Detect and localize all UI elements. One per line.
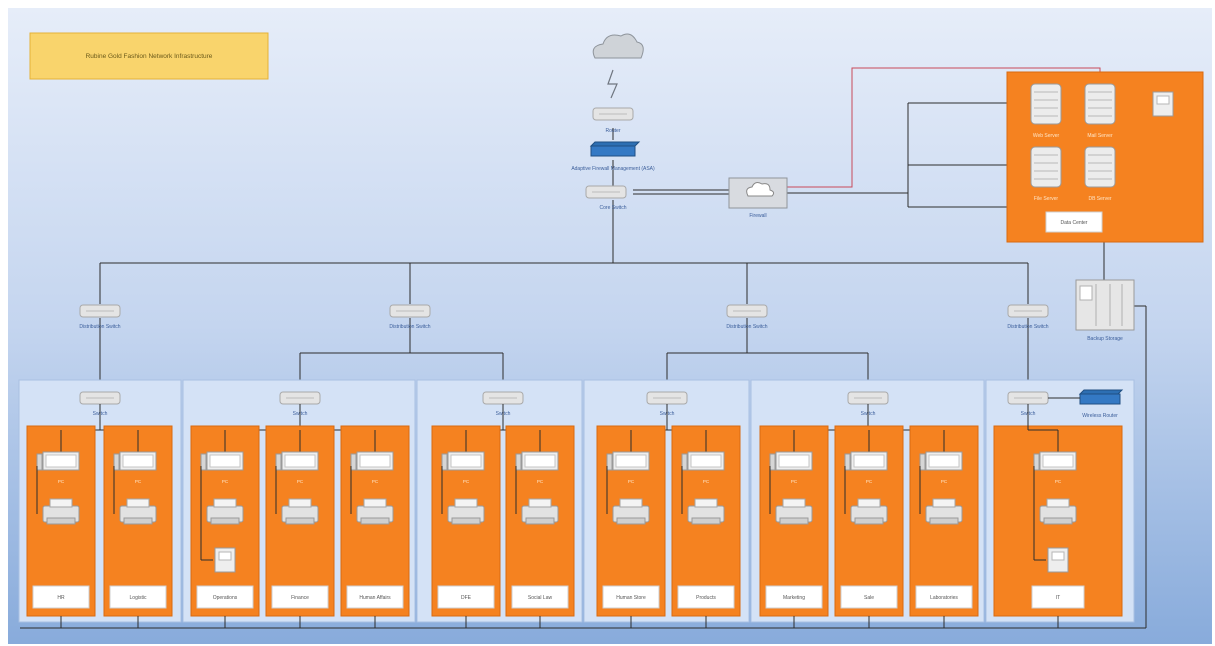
access-switch-icon — [646, 391, 688, 405]
pc-label: PC — [703, 479, 710, 484]
access-switch-icon — [1007, 391, 1049, 405]
pc-label: PC — [297, 479, 304, 484]
department-label: Sale — [864, 595, 874, 601]
asa-firewall-icon — [589, 141, 641, 157]
pc-label: PC — [58, 479, 65, 484]
distribution-switch-label: Distribution Switch — [726, 324, 767, 330]
pc-label: PC — [463, 479, 470, 484]
ip-phone-icon — [1047, 547, 1069, 573]
department-label-box — [840, 585, 898, 609]
cloud-icon — [592, 33, 644, 59]
web-server-icon — [1030, 83, 1062, 125]
department-label-box — [32, 585, 90, 609]
department-label: Social Law — [528, 595, 553, 601]
pc-icon — [441, 451, 485, 471]
pc-icon — [275, 451, 319, 471]
distribution-switch-icon — [79, 304, 121, 318]
department-label: DFE — [461, 595, 472, 601]
pc-icon — [606, 451, 650, 471]
department-label: Products — [696, 595, 716, 601]
department-label: IT — [1056, 595, 1060, 601]
monitor-icon — [1152, 91, 1174, 117]
department-label: Human Affairs — [359, 595, 391, 601]
wireless-router-label: Wireless Router — [1082, 413, 1118, 419]
pc-icon — [1033, 451, 1077, 471]
department-label-box — [915, 585, 973, 609]
pc-label: PC — [941, 479, 948, 484]
pc-label: PC — [135, 479, 142, 484]
department-label-box — [677, 585, 735, 609]
pc-icon — [681, 451, 725, 471]
department-label-box — [511, 585, 569, 609]
department-label-box — [346, 585, 404, 609]
access-switch-icon — [847, 391, 889, 405]
department-label-box — [271, 585, 329, 609]
distribution-switch-label: Distribution Switch — [1007, 324, 1048, 330]
pc-icon — [919, 451, 963, 471]
data-center-label: Data Center — [1061, 220, 1088, 226]
web-server-label: Web Server — [1033, 133, 1060, 139]
core-switch-label: Core Switch — [600, 205, 627, 211]
department-label-box — [1031, 585, 1085, 609]
department-label: Human Store — [616, 595, 646, 601]
distribution-switch-icon — [726, 304, 768, 318]
db-server-label: DB Server — [1088, 196, 1111, 202]
pc-label: PC — [866, 479, 873, 484]
lightning-icon — [607, 69, 618, 99]
pc-icon — [200, 451, 244, 471]
ip-phone-icon — [214, 547, 236, 573]
db-server-icon — [1084, 146, 1116, 188]
pc-icon — [350, 451, 394, 471]
wan-link — [787, 67, 1101, 188]
access-switch-icon — [482, 391, 524, 405]
access-switch-icon — [79, 391, 121, 405]
department-label-box — [602, 585, 660, 609]
file-server-icon — [1030, 146, 1062, 188]
department-label-box — [765, 585, 823, 609]
dmz-firewall-label: Firewall — [749, 213, 766, 219]
router-icon — [592, 107, 634, 121]
pc-icon — [515, 451, 559, 471]
department-label-box — [196, 585, 254, 609]
backup-storage-icon — [1075, 279, 1135, 331]
department-label: Finance — [291, 595, 309, 601]
data-center-label-box — [1045, 211, 1103, 233]
pc-label: PC — [628, 479, 635, 484]
department-label: Logistic — [130, 595, 147, 601]
pc-label: PC — [1055, 479, 1062, 484]
pc-icon — [36, 451, 80, 471]
access-switch-icon — [279, 391, 321, 405]
asa-firewall-label: Adaptive Firewall Management (ASA) — [571, 166, 655, 172]
pc-label: PC — [222, 479, 229, 484]
pc-label: PC — [537, 479, 544, 484]
department-label: Marketing — [783, 595, 805, 601]
backup-storage-label: Backup Storage — [1087, 336, 1123, 342]
department-label: Laboratories — [930, 595, 958, 601]
pc-label: PC — [372, 479, 379, 484]
file-server-label: File Server — [1034, 196, 1059, 202]
title-box — [29, 32, 269, 80]
department-label: HR — [57, 595, 65, 601]
router-label: Router — [605, 128, 620, 134]
pc-icon — [769, 451, 813, 471]
pc-icon — [844, 451, 888, 471]
distribution-switch-label: Distribution Switch — [389, 324, 430, 330]
core-switch-icon — [585, 185, 627, 199]
mail-server-label: Mail Server — [1087, 133, 1113, 139]
department-label-box — [109, 585, 167, 609]
pc-icon — [113, 451, 157, 471]
wireless-router-icon — [1078, 389, 1124, 405]
distribution-switch-icon — [1007, 304, 1049, 318]
diagram-title: Rubine Gold Fashion Network Infrastructu… — [86, 53, 213, 60]
mail-server-icon — [1084, 83, 1116, 125]
distribution-switch-label: Distribution Switch — [79, 324, 120, 330]
department-label-box — [437, 585, 495, 609]
department-label: Operations — [213, 595, 238, 601]
pc-label: PC — [791, 479, 798, 484]
distribution-switch-icon — [389, 304, 431, 318]
